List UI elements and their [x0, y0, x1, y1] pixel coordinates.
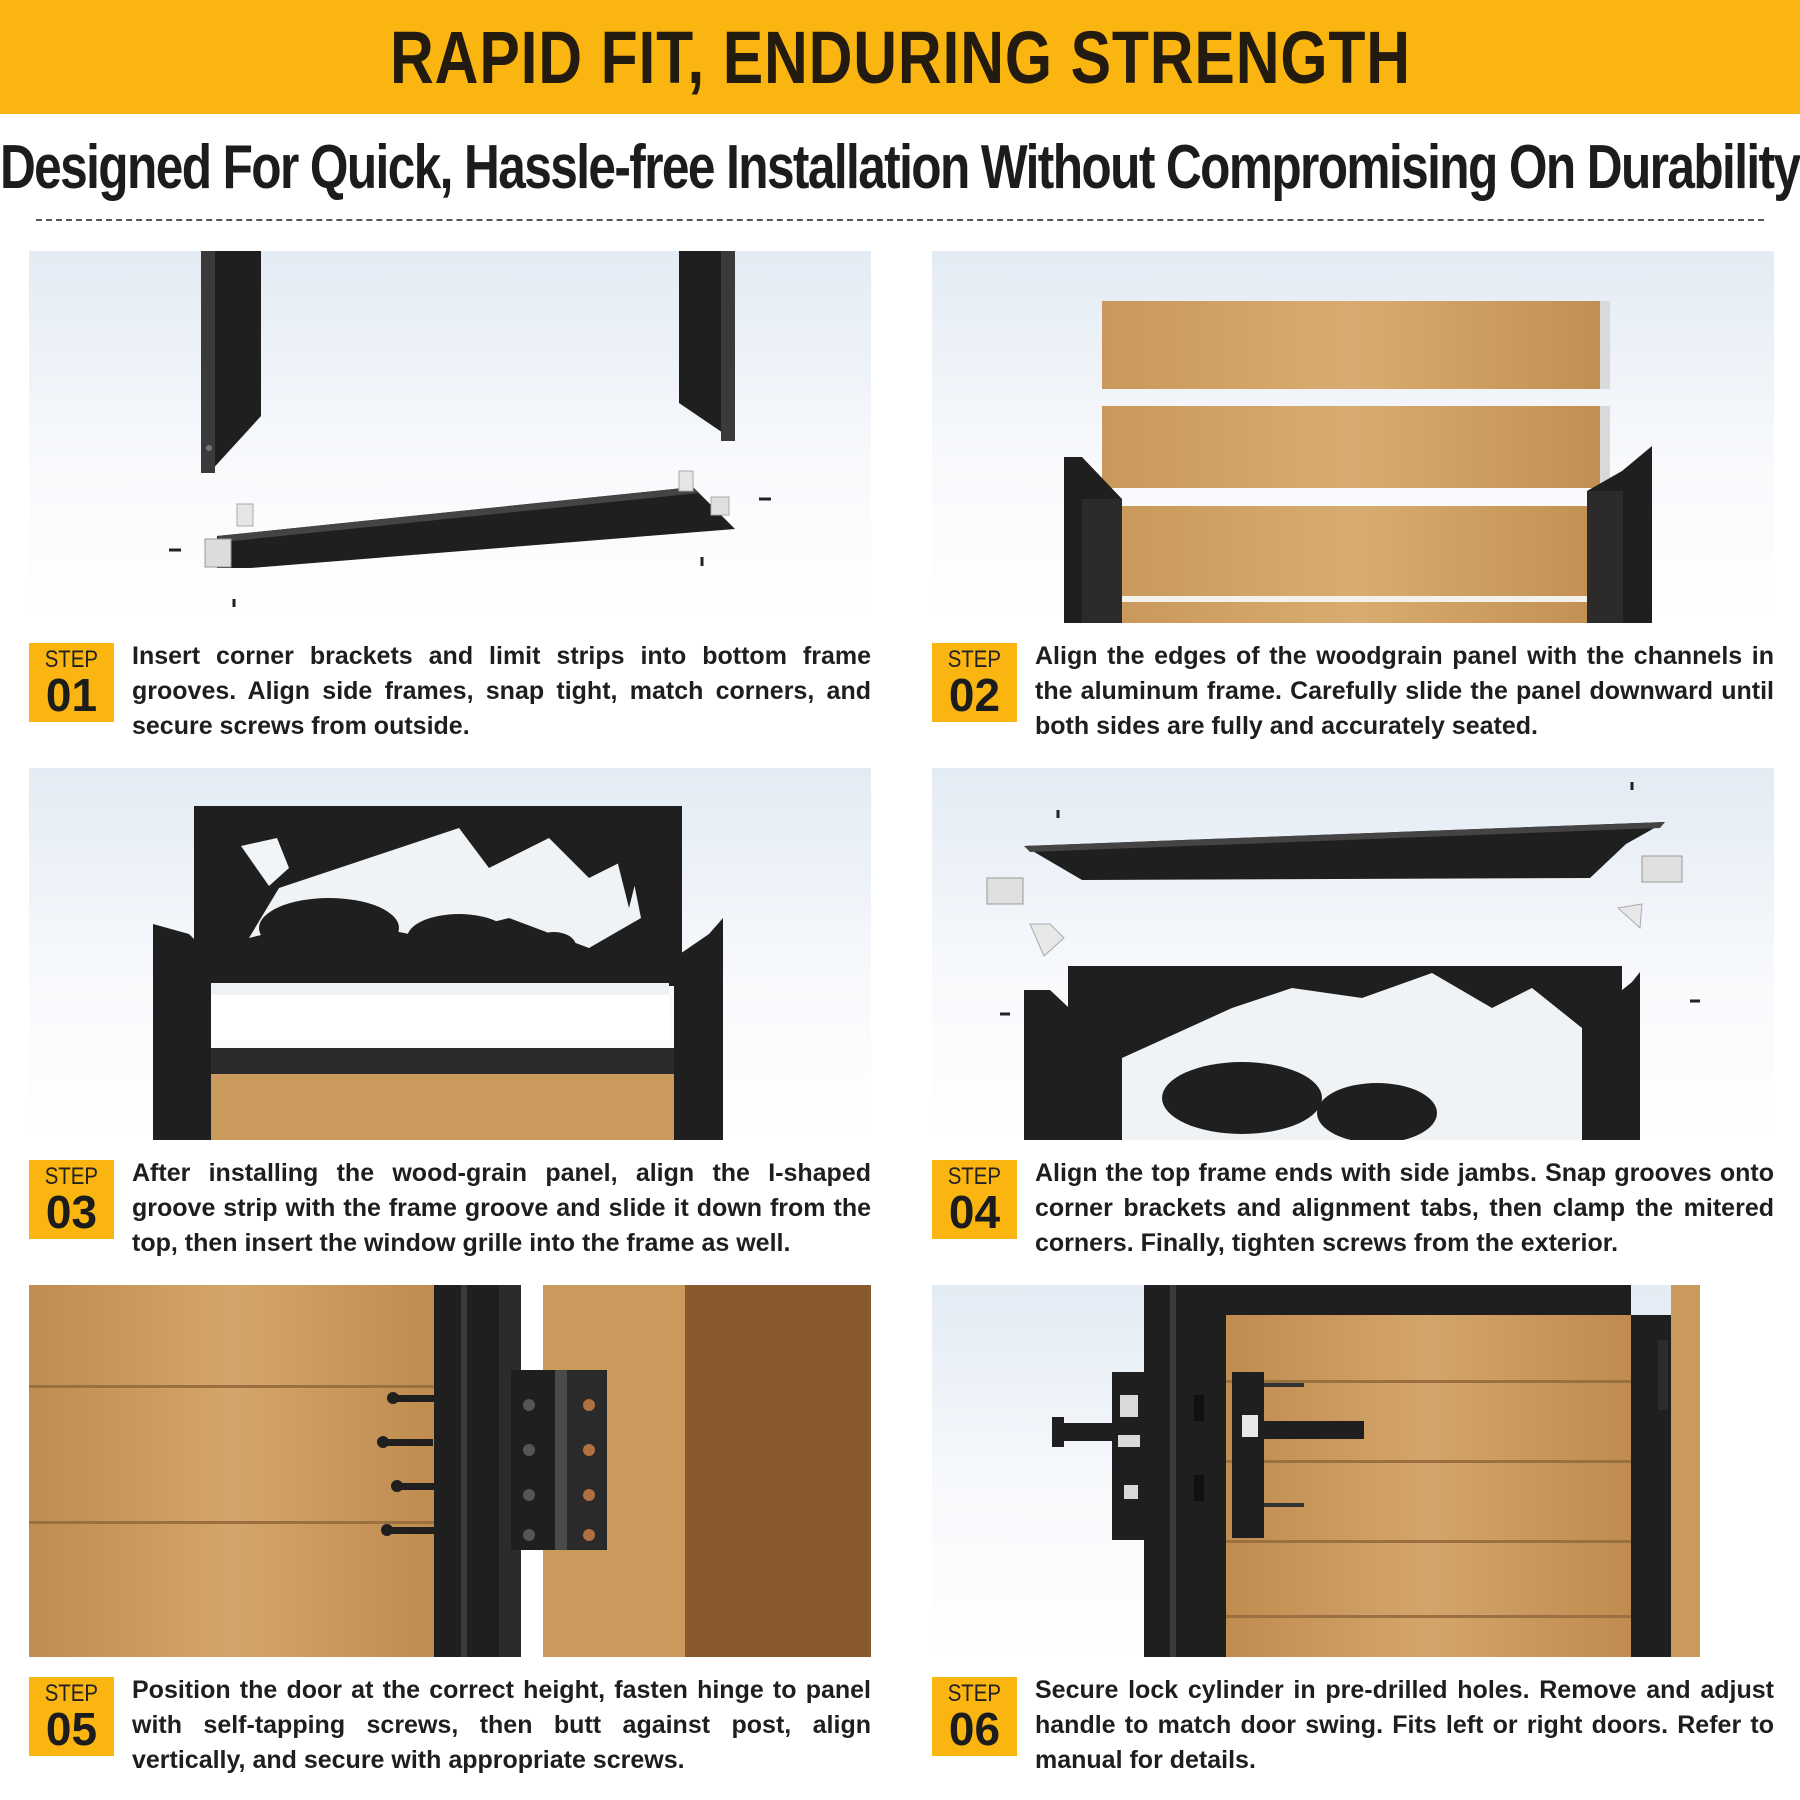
step-badge: STEP 01 — [29, 643, 114, 722]
step-description: Align the top frame ends with side jambs… — [1035, 1159, 1774, 1257]
step-number: 05 — [45, 1702, 98, 1755]
panel-slide-graphic — [1064, 301, 1652, 623]
step-description: After installing the wood-grain panel, a… — [132, 1159, 871, 1257]
step-card-04: STEP 04 Align the top frame ends with si… — [932, 768, 1774, 1257]
step-03-illustration — [29, 768, 871, 1140]
step-label: STEP — [947, 1679, 1002, 1707]
step-label: STEP — [44, 1162, 99, 1190]
step-number: 04 — [948, 1185, 1001, 1238]
step-label: STEP — [44, 1679, 99, 1707]
banner-title: RAPID FIT, ENDURING STRENGTH — [389, 15, 1411, 99]
dashed-divider — [36, 219, 1764, 221]
step-number: 02 — [948, 668, 1001, 721]
step-card-01: STEP 01 Insert corner brackets and limit… — [29, 251, 871, 740]
step-badge: STEP 03 — [29, 1160, 114, 1239]
step-badge: STEP 06 — [932, 1677, 1017, 1756]
lock-install-graphic — [1052, 1285, 1774, 1657]
step-label: STEP — [947, 645, 1002, 673]
step-number: 03 — [45, 1185, 98, 1238]
step-description: Insert corner brackets and limit strips … — [132, 642, 871, 740]
step-description: Position the door at the correct height,… — [132, 1676, 871, 1774]
step-badge: STEP 04 — [932, 1160, 1017, 1239]
top-frame-graphic — [986, 782, 1700, 1140]
step-01-illustration — [29, 251, 871, 623]
step-card-06: STEP 06 Secure lock cylinder in pre-dril… — [932, 1285, 1774, 1774]
subtitle: Designed For Quick, Hassle-free Installa… — [0, 124, 1800, 210]
hinge-install-graphic — [29, 1285, 871, 1657]
step-label: STEP — [947, 1162, 1002, 1190]
step-card-05: STEP 05 Position the door at the correct… — [29, 1285, 871, 1774]
frame-assembly-graphic — [169, 251, 771, 607]
step-02-illustration — [932, 251, 1774, 623]
header-banner: RAPID FIT, ENDURING STRENGTH — [0, 0, 1800, 114]
step-number: 06 — [948, 1702, 1001, 1755]
step-card-03: STEP 03 After installing the wood-grain … — [29, 768, 871, 1257]
step-05-illustration — [29, 1285, 871, 1657]
step-description: Secure lock cylinder in pre-drilled hole… — [1035, 1676, 1774, 1774]
step-badge: STEP 05 — [29, 1677, 114, 1756]
step-number: 01 — [45, 668, 98, 721]
step-label: STEP — [44, 645, 99, 673]
step-card-02: STEP 02 Align the edges of the woodgrain… — [932, 251, 1774, 740]
grille-insert-graphic — [153, 806, 723, 1140]
step-04-illustration — [932, 768, 1774, 1140]
step-badge: STEP 02 — [932, 643, 1017, 722]
step-06-illustration — [932, 1285, 1774, 1657]
subtitle-text: Designed For Quick, Hassle-free Installa… — [0, 132, 1800, 202]
step-description: Align the edges of the woodgrain panel w… — [1035, 642, 1774, 740]
